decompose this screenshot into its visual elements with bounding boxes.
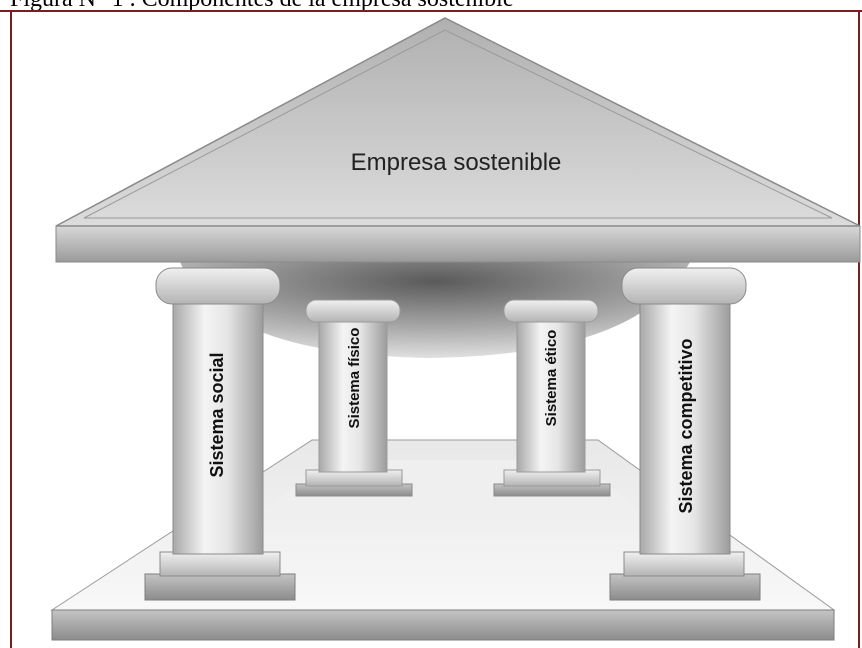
floor-base-slab <box>51 609 835 641</box>
figure-caption: Figura N° 1 . Componentes de la empresa … <box>10 0 514 11</box>
frame-right-border <box>858 10 860 648</box>
frame-left-border <box>10 10 12 648</box>
frame-top-border <box>0 10 862 12</box>
pediment-title: Empresa sostenible <box>351 149 562 176</box>
pillar-front-left <box>144 267 296 601</box>
pillar-label-fisico: Sistema físico <box>346 328 363 429</box>
pillar-back-left <box>295 299 413 497</box>
pillar-label-competitivo: Sistema competitivo <box>676 338 696 513</box>
pillar-back-right <box>493 299 611 497</box>
roof-beam <box>55 225 861 263</box>
pediment <box>55 17 861 227</box>
pillar-label-social: Sistema social <box>207 352 227 477</box>
pillar-label-etico: Sistema ético <box>543 330 560 427</box>
pillar-front-right <box>609 267 761 601</box>
pediment-inner-outline <box>83 29 833 219</box>
